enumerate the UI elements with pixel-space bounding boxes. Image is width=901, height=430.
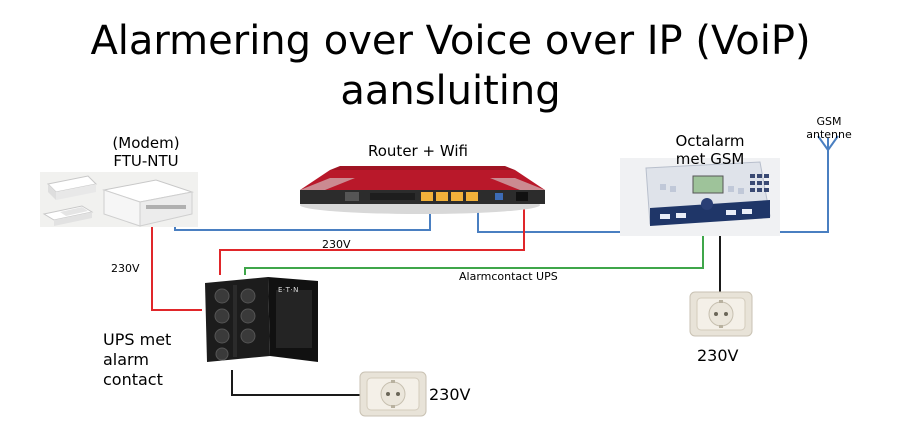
router-label: Router + Wifi bbox=[368, 142, 468, 160]
octalarm-label-line-2: met GSM bbox=[675, 150, 745, 168]
page-title-line-2: aansluiting bbox=[340, 68, 561, 114]
modem-label-line-2: FTU-NTU bbox=[113, 152, 179, 170]
wall-outlet-right-image bbox=[689, 291, 753, 337]
octalarm-label: Octalarm met GSM bbox=[662, 132, 758, 168]
modem-ftu-ntu-image bbox=[40, 172, 198, 227]
modem-label-line-1: (Modem) bbox=[112, 134, 180, 152]
ups-label-line-1: UPS met bbox=[103, 330, 172, 349]
antenna-cable bbox=[770, 148, 829, 233]
alarm-contact-label: Alarmcontact UPS bbox=[459, 270, 558, 283]
ups-label-line-2: alarm bbox=[103, 350, 149, 369]
ups-label-line-3: contact bbox=[103, 370, 163, 389]
power-cable-modem bbox=[151, 225, 210, 311]
ups-image bbox=[202, 275, 322, 370]
ups-brand-logo: E·T·N bbox=[278, 286, 299, 294]
wall-outlet-bottom-image bbox=[359, 371, 427, 417]
page-title-line-1: Alarmering over Voice over IP (VoiP) bbox=[90, 18, 811, 64]
octalarm-label-line-1: Octalarm bbox=[675, 132, 745, 150]
gsm-antenna-label-line-2: antenne bbox=[806, 128, 852, 141]
gsm-antenna-icon bbox=[817, 135, 839, 151]
router-image bbox=[300, 166, 545, 214]
gsm-antenna-label-line-1: GSM bbox=[816, 115, 842, 128]
power-label-modem: 230V bbox=[111, 262, 140, 275]
outlet-bottom-label: 230V bbox=[429, 385, 471, 404]
power-label-router: 230V bbox=[322, 238, 351, 251]
power-cable-ups-outlet bbox=[231, 362, 366, 396]
gsm-antenna-label: GSM antenne bbox=[802, 115, 856, 141]
outlet-right-label: 230V bbox=[697, 346, 739, 365]
octalarm-device-image bbox=[620, 158, 780, 236]
modem-label: (Modem) FTU-NTU bbox=[96, 134, 196, 170]
ups-label: UPS met alarm contact bbox=[103, 330, 171, 390]
